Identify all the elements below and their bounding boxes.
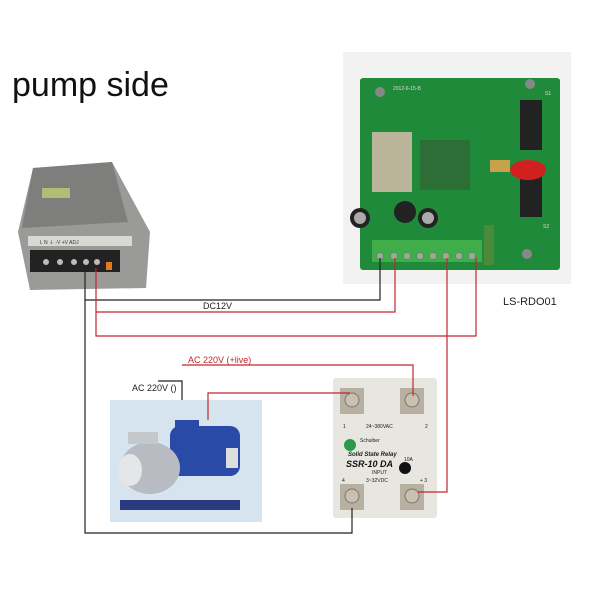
board-s1-print: S1 <box>545 91 551 97</box>
wire-dc-positive <box>95 258 396 313</box>
power-supply-photo: L N ⏚ -V +V ADJ <box>18 162 150 290</box>
ssr-brand: Schuiber <box>360 438 380 444</box>
ssr-t1: 1 <box>343 424 346 430</box>
ssr-input: INPUT <box>372 470 387 476</box>
wire-dc-negative <box>84 258 381 301</box>
ssr-t3: + 3 <box>420 478 427 484</box>
wire-ssr-control <box>418 258 448 493</box>
wire-ac-neutral <box>158 380 183 400</box>
wire-ac-live <box>182 364 414 396</box>
ssr-t4: 4 <box>342 478 345 484</box>
ssr-ac-range: 24~380VAC <box>366 424 393 430</box>
ssr-current: 10A <box>404 457 414 463</box>
label-ac-neutral: AC 220V () <box>132 383 177 393</box>
ssr-type: Solid State Relay <box>348 452 397 458</box>
wires <box>84 258 477 534</box>
label-ac-live: AC 220V (+live) <box>188 355 252 365</box>
control-board-photo: 2012-6-15-B S1 S2 <box>343 52 571 284</box>
wire-pump-to-ssr <box>207 392 350 420</box>
psu-terminal-print: L N ⏚ -V +V ADJ <box>40 239 79 246</box>
label-board-model: LS-RDO01 <box>503 296 557 308</box>
wire-board-supply <box>95 258 477 337</box>
ssr-dc-range: 3~32VDC <box>366 478 388 484</box>
wire-neutral-to-ssr <box>84 300 353 534</box>
ssr-model: SSR-10 DA <box>346 459 393 469</box>
label-dc12v: DC12V <box>203 301 233 311</box>
page-title: pump side <box>12 66 169 104</box>
solid-state-relay-photo: 1 24~380VAC 2 Schuiber Solid State Relay… <box>333 378 437 518</box>
board-s2-print: S2 <box>543 224 549 230</box>
pump-photo <box>110 400 262 522</box>
board-date-print: 2012-6-15-B <box>393 86 421 92</box>
ssr-t2: 2 <box>425 424 428 430</box>
